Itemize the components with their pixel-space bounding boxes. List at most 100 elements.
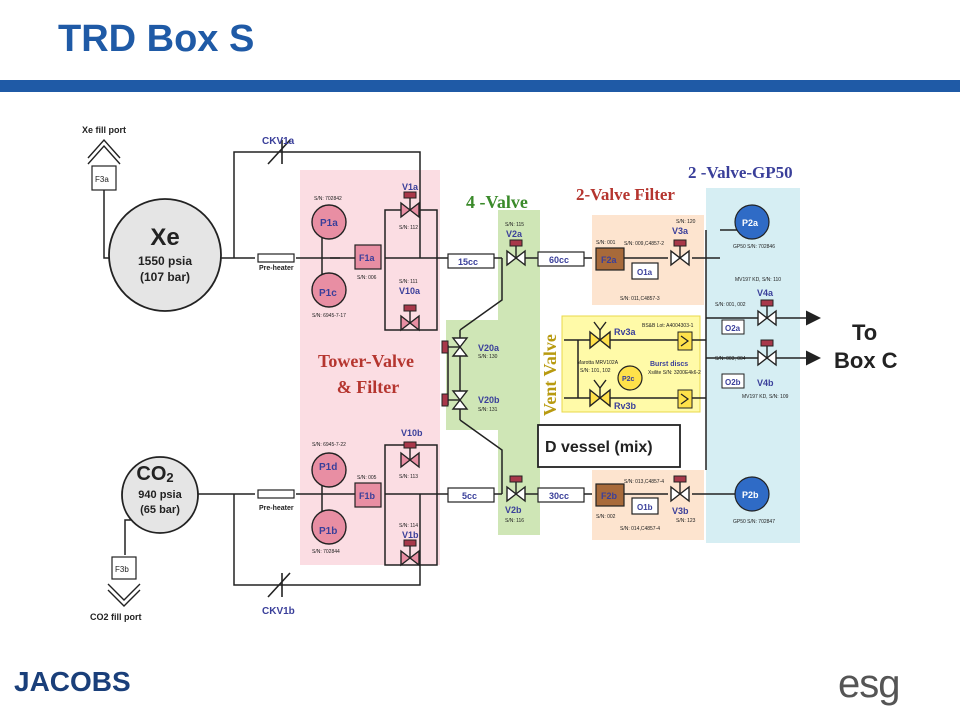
- p1c-transducer: [311, 272, 347, 308]
- o1a-serial-top: S/N: 009,C4857-2: [624, 241, 664, 247]
- pipe-30cc-label: 30cc: [549, 491, 569, 501]
- f2a-label: F2a: [601, 255, 618, 265]
- f1b-serial: S/N: 005: [357, 475, 377, 481]
- preheater-co2-label: Pre-heater: [259, 505, 294, 512]
- o1a-label: O1a: [637, 268, 653, 277]
- pipe-30cc: [537, 487, 585, 503]
- xe-tank: [108, 198, 222, 312]
- p2b-label: P2b: [742, 490, 759, 500]
- v1a-label: V1a: [402, 182, 419, 192]
- v3b-serial: S/N: 123: [676, 518, 696, 524]
- rv-maker: Marotta MRV102A: [577, 360, 619, 366]
- co2-tank: [121, 456, 199, 534]
- two-valve-filter-label: 2-Valve Filter: [576, 185, 675, 204]
- four-valve-vent-extension: [446, 320, 502, 430]
- co2-fill-port: [107, 556, 141, 607]
- esg-logo: esg: [838, 662, 900, 706]
- o2a-label: O2a: [725, 324, 741, 333]
- burst-disc-bottom: [677, 389, 693, 409]
- xe-fill-port: Xe fill port: [82, 125, 126, 191]
- p1a-transducer: [311, 204, 347, 240]
- burst-discs-label: Burst discs: [650, 361, 688, 368]
- o1b-serial-top: S/N: 013,C4857-4: [624, 479, 664, 485]
- jacobs-logo: JACOBS: [14, 666, 131, 697]
- co2-name-sub: 2: [166, 470, 173, 485]
- p1d-label: P1d: [319, 462, 337, 473]
- ckv1a-label: CKV1a: [262, 136, 295, 147]
- f2b-filter: [595, 483, 625, 507]
- f3a-label: F3a: [95, 175, 109, 184]
- v10b-serial: S/N: 113: [399, 474, 418, 480]
- xe-tank-bar: (107 bar): [140, 270, 190, 284]
- preheater-co2: [257, 489, 295, 499]
- v20a-label: V20a: [478, 343, 500, 353]
- to-label: To: [852, 320, 877, 345]
- pipe-5cc: [447, 487, 495, 503]
- f2a-serial: S/N: 001: [596, 240, 616, 246]
- ckv1b-label: CKV1b: [262, 606, 295, 617]
- o1a-orifice: [631, 262, 659, 280]
- xe-fill-port-label: Xe fill port: [82, 125, 126, 135]
- v2b-label: V2b: [505, 505, 522, 515]
- v1a-serial: S/N: 112: [399, 225, 418, 231]
- d-vessel-label: D vessel (mix): [545, 439, 653, 456]
- p1d-serial: S/N: 6945-7-22: [312, 442, 346, 448]
- p2c-label: P2c: [622, 376, 635, 383]
- v20b-serial: S/N: 131: [478, 407, 498, 413]
- v4b-kit: MV197 KD, S/N: 109: [742, 394, 789, 400]
- rv3a-label: Rv3a: [614, 327, 637, 337]
- boxc-label: Box C: [834, 348, 898, 373]
- p2b-transducer: [734, 476, 770, 512]
- f2b-label: F2b: [601, 491, 618, 501]
- co2-fill-port-label: CO2 fill port: [90, 612, 142, 622]
- o1b-serial-bottom: S/N: 014,C4857-4: [620, 526, 660, 532]
- vent-valve-label: Vent Valve: [540, 334, 560, 416]
- v10a-serial: S/N: 111: [399, 279, 418, 285]
- v3b-label: V3b: [672, 506, 689, 516]
- p1a-label: P1a: [320, 218, 338, 229]
- f1a-label: F1a: [359, 253, 376, 263]
- burst-disc-top: [677, 331, 693, 351]
- v20a-serial: S/N: 130: [478, 354, 498, 360]
- co2-tank-pressure: 940 psia: [138, 489, 182, 501]
- f2a-filter: [595, 247, 625, 271]
- o2b-label: O2b: [725, 378, 741, 387]
- v4a-label: V4a: [757, 288, 774, 298]
- preheater-xe: [257, 253, 295, 263]
- burst-discs-serial: Xsilite S/N: 3200E4k6-2: [648, 370, 701, 376]
- pipe-15cc: [447, 253, 495, 269]
- v1b-serial: S/N: 114: [399, 523, 418, 529]
- p1a-serial: S/N: 702842: [314, 196, 342, 202]
- v1b-label: V1b: [402, 530, 419, 540]
- v10b-label: V10b: [401, 428, 423, 438]
- gp50-label: 2 -Valve-GP50: [688, 163, 793, 182]
- title-underline: [0, 80, 960, 92]
- v4b-label: V4b: [757, 378, 774, 388]
- vent-valve-region: [561, 315, 701, 413]
- four-valve-label: 4 -Valve: [466, 192, 528, 212]
- o2b-serial: S/N: 003, 004: [715, 356, 746, 362]
- p2a-serial: GP50 S/N: 702846: [733, 244, 775, 250]
- v2b-serial: S/N: 116: [505, 518, 524, 524]
- p1b-label: P1b: [319, 526, 337, 537]
- pipe-60cc: [537, 251, 585, 267]
- pipe-60cc-label: 60cc: [549, 255, 569, 265]
- v3a-serial: S/N: 120: [676, 219, 696, 225]
- tower-valve-label-line2: & Filter: [337, 377, 399, 397]
- tower-valve-label-line1: Tower-Valve: [318, 351, 414, 371]
- co2-tank-name: CO2: [136, 463, 173, 485]
- p1c-serial: S/N: 6945-7-17: [312, 313, 346, 319]
- ckv1a-check-valve: [267, 139, 291, 165]
- o1a-serial-bottom: S/N: 011,C4857-3: [620, 296, 660, 302]
- p2a-label: P2a: [742, 218, 759, 228]
- f1b-filter: [354, 482, 382, 508]
- d-vessel: [537, 424, 681, 468]
- v2a-serial: S/N: 115: [505, 222, 524, 228]
- rv3b-label: Rv3b: [614, 401, 637, 411]
- p2a-transducer: [734, 204, 770, 240]
- xe-tank-pressure: 1550 psia: [138, 254, 192, 268]
- co2-tank-bar: (65 bar): [140, 504, 180, 516]
- o1b-orifice: [631, 497, 659, 515]
- o1b-label: O1b: [637, 503, 653, 512]
